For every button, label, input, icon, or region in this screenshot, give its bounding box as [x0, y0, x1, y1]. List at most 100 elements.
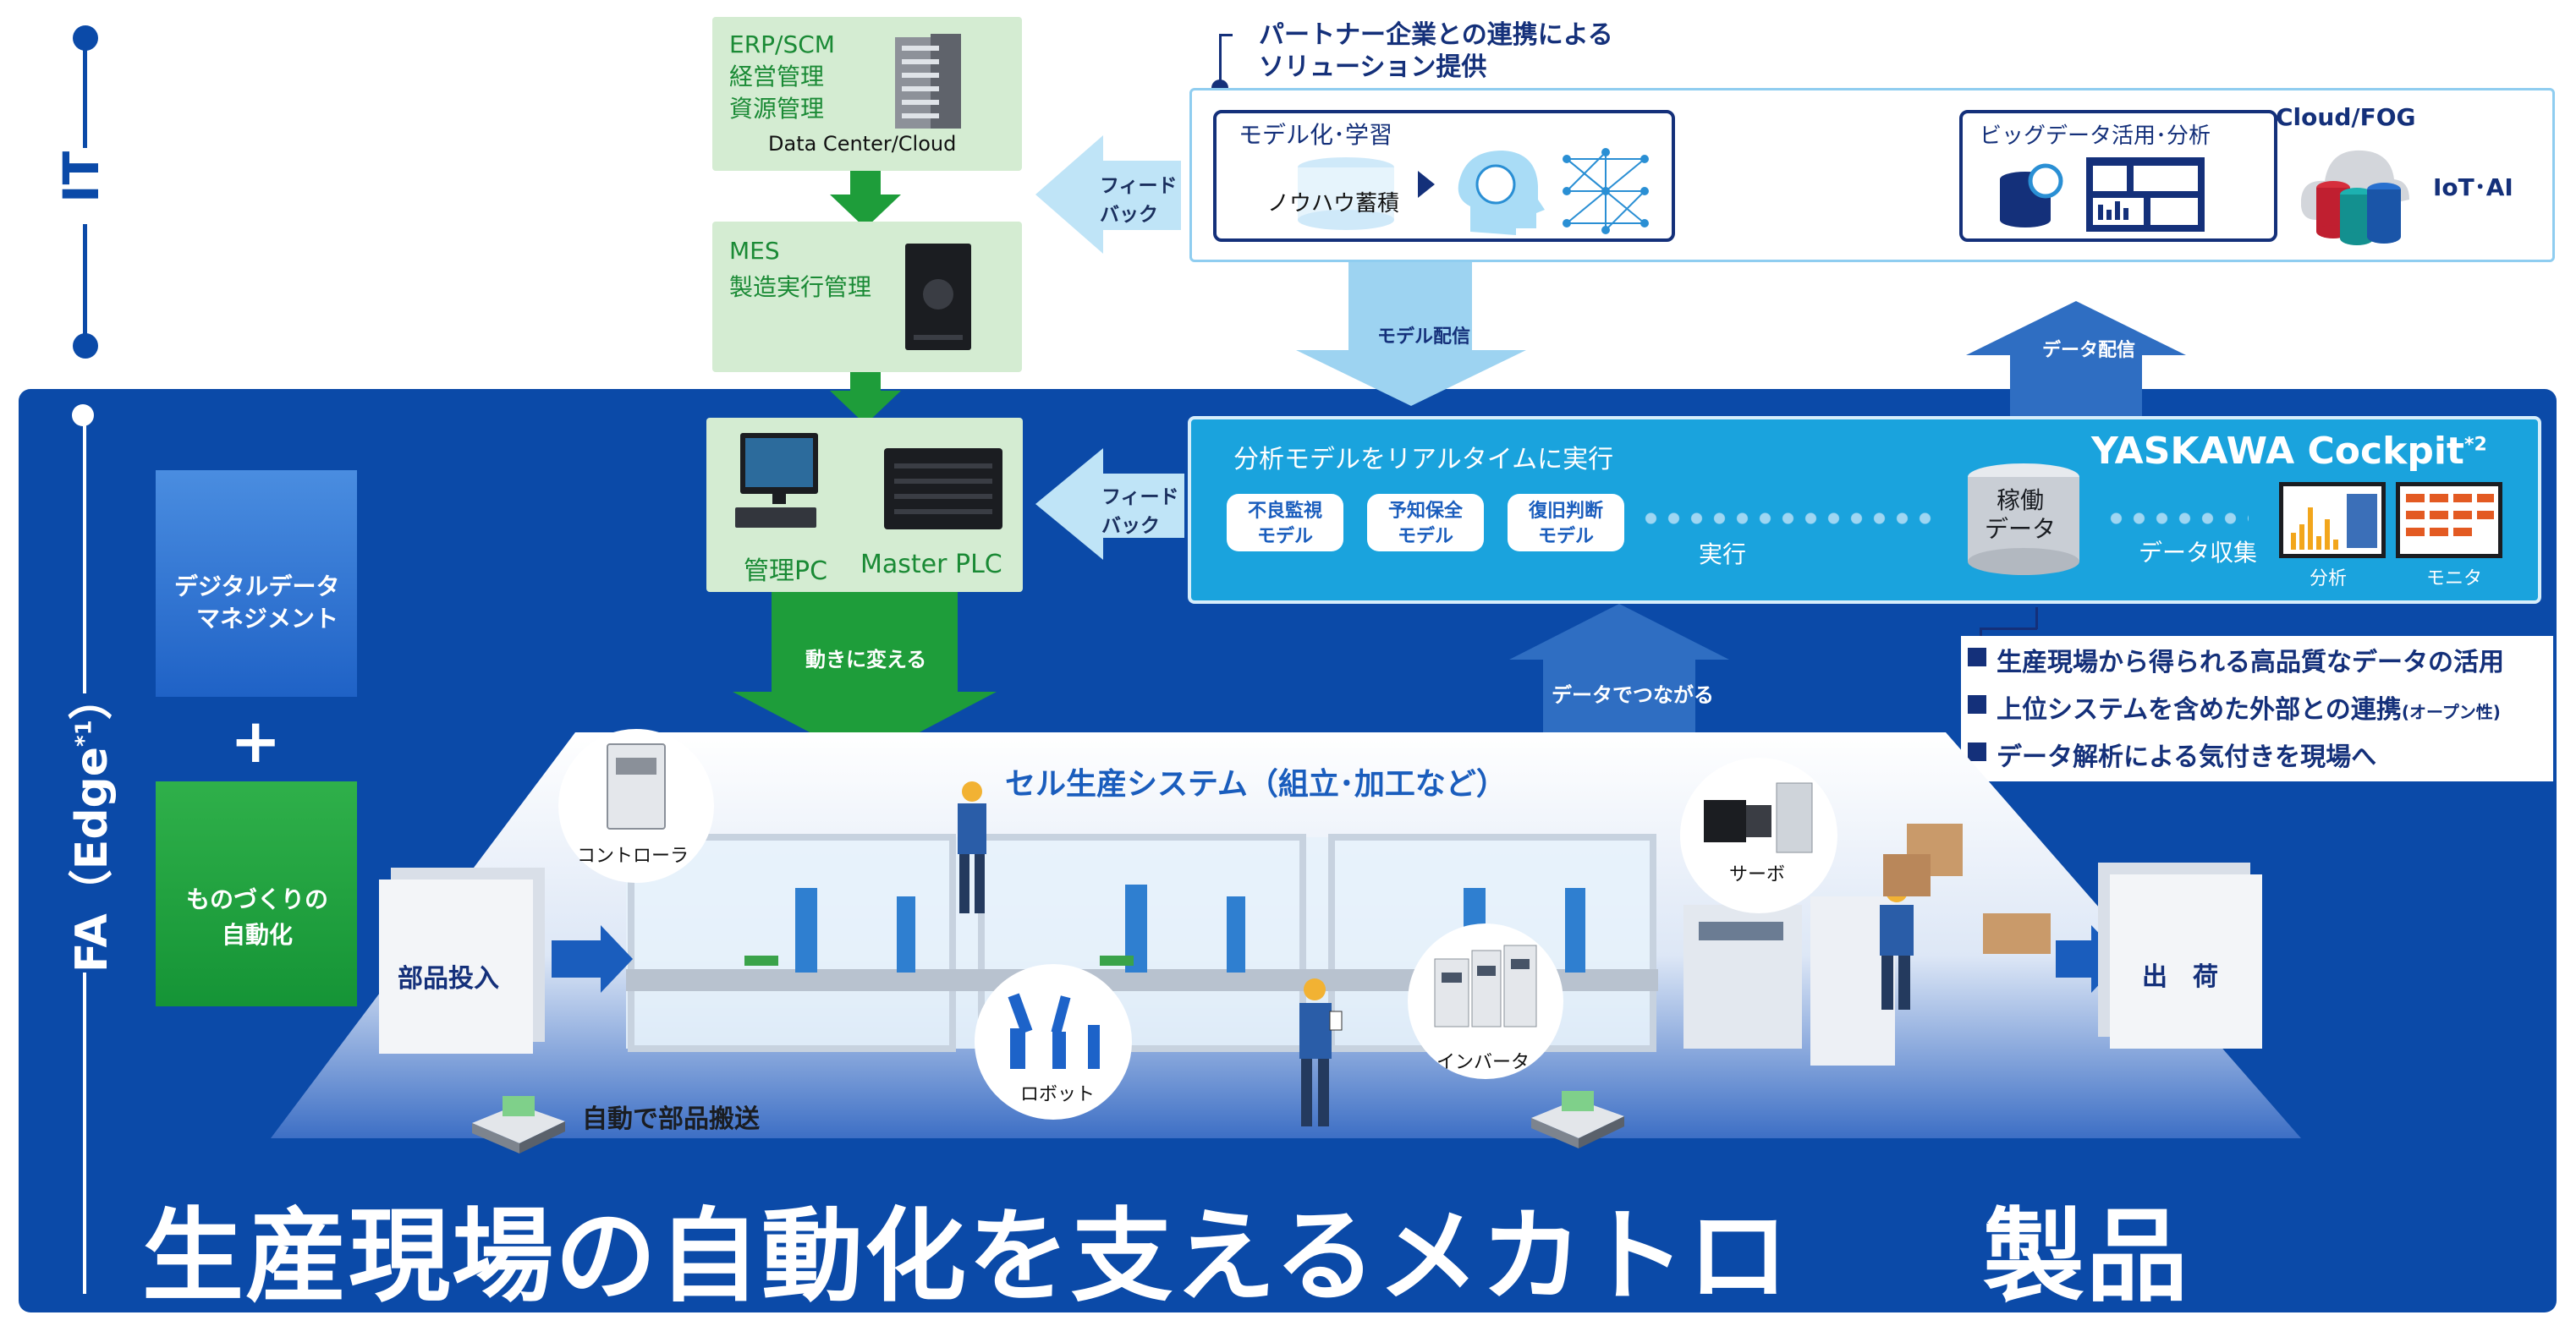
execute-label: 実行 — [1699, 540, 1747, 568]
erp-title-line1: ERP/SCM — [729, 30, 835, 58]
feedback-bottom-line1: フィード — [1101, 486, 1179, 508]
headline-tail: 製品 — [1983, 1198, 2189, 1316]
model-chip-recovery: 復旧判断モデル — [1508, 494, 1624, 551]
erp-caption: Data Center/Cloud — [768, 132, 957, 156]
cell-production-title: セル生産システム（組立･加工など） — [1005, 767, 1507, 802]
model-distribution-arrow-head — [1296, 350, 1526, 406]
feedback-arrow-top-head — [1035, 135, 1103, 254]
it-label-bg — [56, 148, 115, 224]
analysis-screen-icon — [2279, 482, 2386, 558]
shipping-label: 出 荷 — [2142, 962, 2218, 992]
operation-data-db-icon — [1968, 463, 2079, 575]
parts-intake-label: 部品投入 — [398, 964, 499, 994]
parts-intake-box: 部品投入 — [379, 879, 533, 1054]
benefit-bracket-h — [1980, 627, 2037, 630]
bigdata-box-title: ビッグデータ活用･分析 — [1980, 123, 2211, 149]
collect-dotted-line — [2105, 511, 2249, 526]
yaskawa-cockpit-panel: 分析モデルをリアルタイムに実行 YASKAWA Cockpit*2 不良監視モデ… — [1188, 416, 2541, 604]
model-box-arrow-icon — [1418, 171, 1435, 198]
pc-plc-box: 管理PC Master PLC — [706, 418, 1023, 592]
mono-line2: 自動化 — [222, 921, 294, 949]
intake-arrow — [552, 940, 602, 978]
partner-bracket-v — [1219, 34, 1222, 86]
monozukuri-automation-cube: ものづくりの 自動化 — [156, 781, 357, 1006]
model-distribution-arrow: モデル配信 — [1348, 262, 1472, 350]
db-label-line2: データ — [1985, 515, 2057, 543]
agv-icon — [472, 1096, 565, 1153]
pc-icon — [735, 433, 818, 528]
monitor-screen-icon — [2396, 482, 2502, 558]
model-box-db-label: ノウハウ蓄積 — [1267, 191, 1400, 216]
cockpit-realtime-label: 分析モデルをリアルタイムに実行 — [1233, 445, 1614, 474]
server-building-icon — [895, 34, 961, 129]
agv-label: 自動で部品搬送 — [582, 1104, 760, 1134]
intake-arrow-head — [601, 925, 633, 993]
servo-motor-icon — [1704, 782, 1813, 853]
mes-box: MES 製造実行管理 — [712, 222, 1022, 372]
data-distribution-label: データ配信 — [2042, 340, 2136, 361]
partner-line1: パートナー企業との連携による — [1259, 20, 1613, 50]
controller-callout: コントローラ — [558, 729, 714, 883]
arrow-erp-mes-stem — [850, 171, 881, 196]
cloud-database-icon — [2301, 150, 2409, 245]
benefit-bullet-3 — [1968, 742, 1986, 761]
inverter-label: インバータ — [1436, 1052, 1530, 1073]
feedback-arrow-top: フィード バック — [1100, 161, 1181, 230]
shipping-box: 出 荷 — [2110, 874, 2262, 1049]
benefit-item-1: 生産現場から得られる高品質なデータの活用 — [1997, 648, 2504, 677]
monitor-screen-label: モニタ — [2426, 568, 2483, 589]
headline-main: 生産現場の自動化を支えるメカトロ — [142, 1198, 1791, 1316]
model-distribution-label: モデル配信 — [1377, 326, 1471, 348]
connect-arrow-label: データでつながる — [1552, 683, 1714, 707]
connect-arrow: データでつながる — [1543, 660, 1714, 732]
robot-callout: ロボット — [975, 964, 1132, 1120]
feedback-top-line2: バック — [1100, 204, 1158, 226]
move-arrow-label: 動きに変える — [805, 648, 927, 671]
model-chip-defect: 不良監視モデル — [1227, 494, 1343, 551]
plc-icon — [884, 448, 1002, 529]
data-distribution-arrow: データ配信 — [2010, 340, 2142, 418]
connect-arrow-head — [1509, 604, 1729, 660]
cockpit-title: YASKAWA Cockpit*2 — [2091, 430, 2487, 473]
bigdata-box: ビッグデータ活用･分析 — [1959, 110, 2277, 242]
inverter-callout: インバータ — [1408, 923, 1563, 1079]
benefit-bracket-v — [2035, 607, 2038, 629]
cardboard-boxes — [1883, 824, 2051, 954]
robot-label: ロボット — [1020, 1084, 1096, 1105]
model-chip-maintenance: 予知保全モデル — [1367, 494, 1484, 551]
mono-line1: ものづくりの — [186, 885, 329, 913]
it-label: IT — [52, 151, 110, 203]
it-axis-bottom-dot — [73, 333, 98, 359]
worker-figure-1 — [958, 781, 986, 913]
ai-head-brain-icon — [1458, 151, 1545, 235]
model-learning-box: モデル化･学習 ノウハウ蓄積 — [1213, 110, 1675, 242]
erp-title-line3: 資源管理 — [729, 95, 825, 123]
knowhow-db-icon — [1298, 157, 1394, 230]
servo-label: サーボ — [1729, 864, 1786, 885]
plc-label: Master PLC — [860, 550, 1002, 579]
pc-label: 管理PC — [744, 556, 828, 586]
servo-callout: サーボ — [1680, 758, 1837, 913]
erp-scm-box: ERP/SCM 経営管理 資源管理 Data Center/Cloud — [712, 17, 1022, 171]
execute-dotted-line — [1640, 511, 1936, 526]
benefit-item-2: 上位システムを含めた外部との連携(オープン性) — [1997, 695, 2501, 725]
mes-title-line2: 製造実行管理 — [729, 273, 872, 301]
analytics-dashboard-icon — [2086, 157, 2205, 232]
inverter-icon — [1434, 945, 1537, 1027]
controller-label: コントローラ — [577, 846, 689, 867]
mes-title-line1: MES — [729, 237, 780, 265]
agv-icon-2 — [1531, 1091, 1624, 1148]
feedback-arrow-bottom: フィード バック — [1100, 474, 1184, 538]
neural-network-icon — [1563, 148, 1649, 234]
analysis-screen-label: 分析 — [2310, 568, 2348, 589]
db-search-icon — [2000, 163, 2063, 227]
iot-ai-label: IoT･AI — [2433, 173, 2513, 201]
feedback-bottom-line2: バック — [1101, 515, 1160, 537]
collect-label: データ収集 — [2139, 539, 2258, 567]
plus-sign: + — [230, 705, 282, 776]
worker-figure-2 — [1299, 978, 1343, 1126]
partner-line2: ソリューション提供 — [1259, 52, 1487, 82]
digital-line2: マネジメント — [196, 605, 339, 633]
benefit-bracket-tick — [1980, 627, 1982, 641]
cloud-fog-label: Cloud/FOG — [2276, 103, 2416, 131]
